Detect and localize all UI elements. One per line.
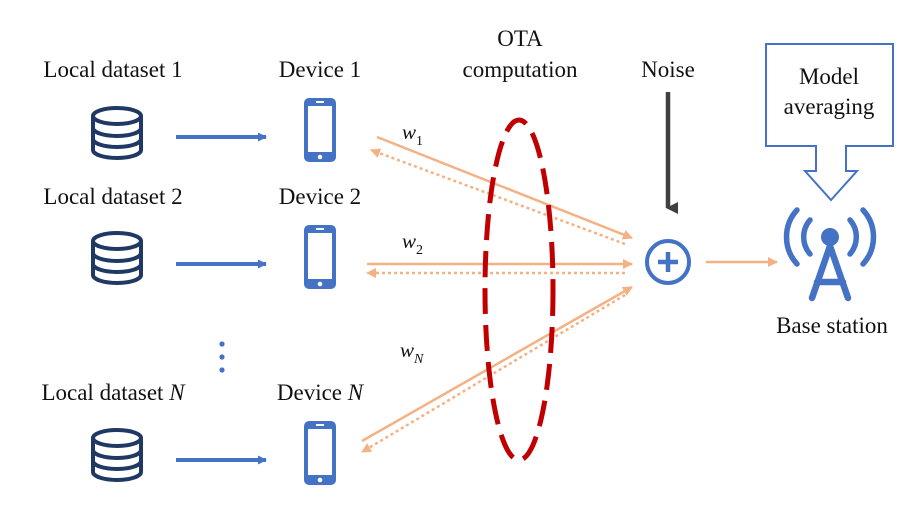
database-icon xyxy=(91,106,143,160)
uplink-arrow-n xyxy=(361,285,633,443)
model-averaging-callout xyxy=(765,43,894,202)
database-icon xyxy=(91,231,143,285)
noise-label: Noise xyxy=(641,57,695,82)
smartphone-icon xyxy=(304,421,336,485)
ota-label-line2: computation xyxy=(463,57,578,82)
ota-label-line1: OTA xyxy=(497,26,543,51)
model-averaging-line2: averaging xyxy=(784,94,875,119)
uplink-arrow-1 xyxy=(376,135,633,240)
dataset-label-2: Local dataset 2 xyxy=(43,184,182,209)
ota-dashed-ellipse xyxy=(482,117,556,463)
device-label-n: Device N xyxy=(277,380,365,405)
smartphone-icon xyxy=(304,98,336,162)
model-averaging-line1: Model xyxy=(799,64,859,89)
weight-label-2: w2 xyxy=(402,229,423,258)
device-label-2: Device 2 xyxy=(279,184,361,209)
base-station-label: Base station xyxy=(776,313,888,338)
dataset-label-1: Local dataset 1 xyxy=(43,57,182,82)
weight-label-n: wN xyxy=(400,338,424,367)
antenna-tower-icon xyxy=(783,207,877,302)
weight-label-1: w1 xyxy=(402,120,423,149)
device-label-1: Device 1 xyxy=(279,57,361,82)
dataset-label-n: Local dataset N xyxy=(41,380,186,405)
plus-circle-icon xyxy=(645,239,691,285)
smartphone-icon xyxy=(304,225,336,289)
downlink-arrow-n xyxy=(361,293,626,454)
database-icon xyxy=(91,428,143,482)
vertical-ellipsis-icon xyxy=(219,341,225,373)
